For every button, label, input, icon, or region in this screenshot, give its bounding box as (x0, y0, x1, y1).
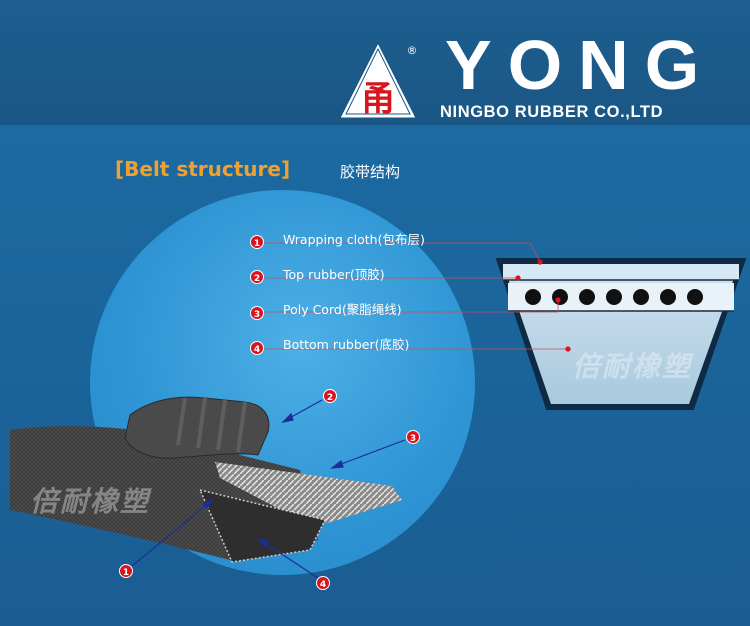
svg-text:1: 1 (123, 568, 129, 578)
leader-lines (262, 242, 568, 350)
leader-dots (515, 259, 571, 352)
section-title: [Belt structure] (115, 157, 291, 181)
diagram-marker-2: 2 (323, 389, 337, 403)
svg-text:3: 3 (254, 310, 260, 320)
diagram-marker-3: 3 (406, 430, 420, 444)
list-marker-4: 4 (250, 341, 264, 355)
svg-text:3: 3 (410, 434, 416, 444)
label-top-rubber: Top rubber(顶胶) (283, 267, 385, 282)
belt-illustration (10, 396, 402, 563)
company-name: NINGBO RUBBER CO.,LTD (440, 103, 664, 121)
diagram-marker-4: 4 (316, 576, 330, 590)
cord-dots (525, 289, 703, 305)
watermark-left: 倍耐橡塑 (30, 485, 151, 518)
svg-text:1: 1 (254, 239, 260, 249)
svg-text:4: 4 (320, 580, 326, 590)
label-poly-cord: Poly Cord(聚脂绳线) (283, 302, 402, 317)
registered-mark: ® (407, 44, 418, 57)
svg-text:4: 4 (254, 345, 260, 355)
svg-text:2: 2 (254, 274, 260, 284)
brand-name: YONG (445, 26, 716, 104)
cross-section (495, 258, 747, 410)
section-title-cn: 胶带结构 (340, 163, 401, 181)
diagram-marker-1: 1 (119, 564, 133, 578)
list-marker-2: 2 (250, 270, 264, 284)
diagram-arrows (131, 399, 406, 579)
svg-text:2: 2 (327, 393, 333, 403)
label-wrapping-cloth: Wrapping cloth(包布层) (283, 232, 425, 247)
list-marker-1: 1 (250, 235, 264, 249)
yong-logo-icon: 甬 ® (339, 41, 418, 119)
list-marker-3: 3 (250, 306, 264, 320)
label-bottom-rubber: Bottom rubber(底胶) (283, 337, 410, 352)
logo-character: 甬 (361, 79, 395, 119)
watermark-right: 倍耐橡塑 (572, 350, 693, 383)
